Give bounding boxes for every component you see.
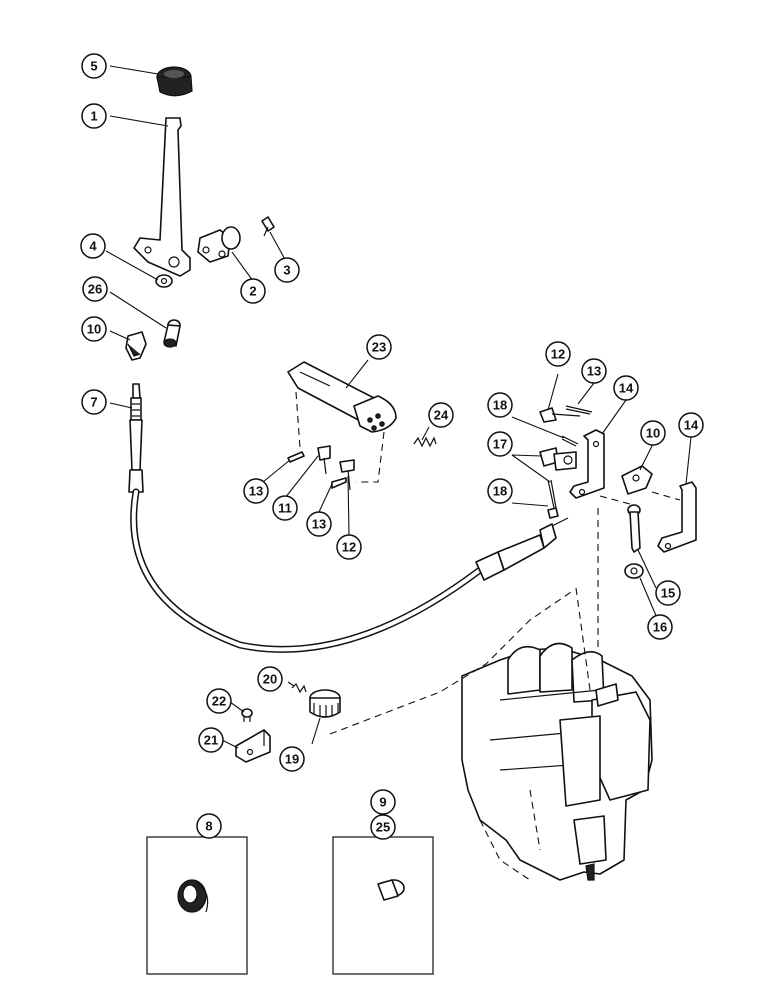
svg-text:4: 4 bbox=[89, 239, 97, 254]
callout-23: 23 bbox=[366, 334, 392, 360]
callout-3: 3 bbox=[274, 257, 300, 283]
svg-text:1: 1 bbox=[90, 109, 97, 124]
svg-text:18: 18 bbox=[493, 484, 507, 499]
callout-12-upper: 12 bbox=[545, 341, 571, 367]
pivot-pin-part bbox=[539, 447, 577, 471]
svg-text:14: 14 bbox=[684, 418, 699, 433]
svg-text:5: 5 bbox=[90, 59, 97, 74]
leader-lines bbox=[105, 65, 692, 838]
callout-group: 5 1 4 2 3 26 10 7 23 24 13 11 13 12 12 1… bbox=[80, 53, 704, 840]
svg-text:21: 21 bbox=[204, 733, 218, 748]
callout-15: 15 bbox=[655, 580, 681, 606]
callout-12-lower: 12 bbox=[336, 534, 362, 560]
callout-4: 4 bbox=[80, 233, 106, 259]
svg-text:13: 13 bbox=[312, 517, 326, 532]
callout-14-right: 14 bbox=[678, 412, 704, 438]
callout-16: 16 bbox=[647, 614, 673, 640]
callout-25: 25 bbox=[370, 814, 396, 840]
svg-text:13: 13 bbox=[249, 484, 263, 499]
cotter-pin-upper-part bbox=[565, 405, 593, 415]
cotter-pin-lower-right-part bbox=[547, 479, 559, 519]
cable-clevis-right-part bbox=[621, 465, 653, 495]
svg-text:11: 11 bbox=[278, 501, 292, 516]
lever-nut-part bbox=[155, 274, 173, 288]
svg-text:12: 12 bbox=[551, 347, 565, 362]
svg-text:20: 20 bbox=[263, 672, 277, 687]
mounting-bracket-left-part bbox=[569, 429, 605, 499]
svg-text:10: 10 bbox=[87, 322, 101, 337]
svg-text:12: 12 bbox=[342, 540, 356, 555]
bracket-screw-part bbox=[241, 708, 253, 722]
inset-box-8 bbox=[146, 836, 248, 975]
cable-clevis-upper-part bbox=[125, 331, 147, 361]
callout-20: 20 bbox=[257, 666, 283, 692]
lever-knob-part bbox=[156, 66, 193, 97]
callout-8: 8 bbox=[196, 813, 222, 839]
callout-7: 7 bbox=[81, 389, 107, 415]
svg-text:9: 9 bbox=[379, 795, 386, 810]
callout-21: 21 bbox=[198, 727, 224, 753]
callout-17: 17 bbox=[487, 431, 513, 457]
callout-18-upper: 18 bbox=[487, 392, 513, 418]
callout-24: 24 bbox=[428, 402, 454, 428]
callout-9: 9 bbox=[370, 789, 396, 815]
svg-text:2: 2 bbox=[249, 284, 256, 299]
callout-22: 22 bbox=[206, 688, 232, 714]
svg-text:24: 24 bbox=[434, 408, 449, 423]
svg-text:17: 17 bbox=[493, 437, 507, 452]
cotter-pin-upper-right-part bbox=[561, 435, 579, 447]
svg-text:18: 18 bbox=[493, 398, 507, 413]
svg-text:23: 23 bbox=[372, 340, 386, 355]
jam-nut-part bbox=[624, 563, 644, 579]
ball-joint-pin-part bbox=[163, 319, 181, 348]
svg-text:26: 26 bbox=[88, 282, 102, 297]
callout-13-upper: 13 bbox=[581, 358, 607, 384]
callout-11: 11 bbox=[272, 495, 298, 521]
svg-text:3: 3 bbox=[283, 263, 290, 278]
callout-5: 5 bbox=[81, 53, 107, 79]
pivot-bracket-part bbox=[197, 226, 241, 263]
svg-text:16: 16 bbox=[653, 620, 667, 635]
svg-text:8: 8 bbox=[205, 819, 212, 834]
mounting-bracket-right-part bbox=[657, 481, 697, 553]
callout-10-right: 10 bbox=[640, 420, 666, 446]
callout-13-left: 13 bbox=[243, 478, 269, 504]
svg-text:14: 14 bbox=[619, 381, 634, 396]
callout-13-center: 13 bbox=[306, 511, 332, 537]
svg-text:25: 25 bbox=[376, 820, 390, 835]
callout-19: 19 bbox=[279, 746, 305, 772]
control-lever-part bbox=[133, 117, 191, 277]
callout-10-upper: 10 bbox=[81, 316, 107, 342]
detent-housing-part bbox=[287, 361, 397, 433]
svg-text:7: 7 bbox=[90, 395, 97, 410]
inset-box-9-25 bbox=[332, 836, 434, 975]
small-pins bbox=[287, 445, 355, 491]
callout-2: 2 bbox=[240, 278, 266, 304]
cable-knob-part bbox=[309, 689, 341, 718]
bracket-bolt-part bbox=[261, 216, 275, 237]
adjusting-bolt-part bbox=[627, 504, 641, 553]
cable-bracket-part bbox=[235, 729, 271, 763]
svg-text:10: 10 bbox=[646, 426, 660, 441]
control-cable-part bbox=[128, 383, 569, 653]
callout-14-left: 14 bbox=[613, 375, 639, 401]
callout-18-lower: 18 bbox=[487, 478, 513, 504]
svg-text:19: 19 bbox=[285, 752, 299, 767]
set-screw-part bbox=[291, 682, 307, 694]
detent-spring-part bbox=[413, 436, 437, 448]
control-valve-part bbox=[461, 642, 653, 881]
callout-26: 26 bbox=[82, 276, 108, 302]
svg-text:13: 13 bbox=[587, 364, 601, 379]
callout-1: 1 bbox=[81, 103, 107, 129]
svg-text:15: 15 bbox=[661, 586, 675, 601]
svg-text:22: 22 bbox=[212, 694, 226, 709]
